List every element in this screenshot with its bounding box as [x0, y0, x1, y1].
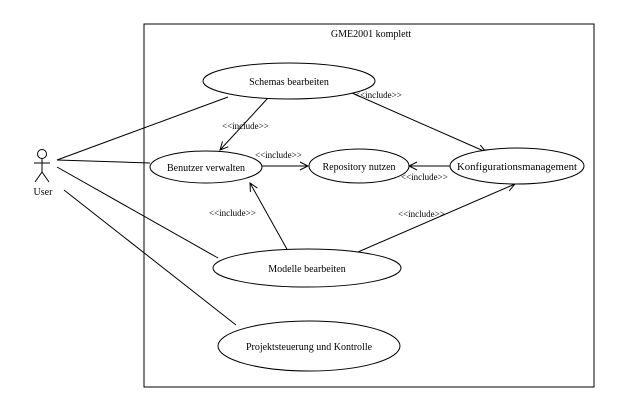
label-modelle-konfig: <<include>>: [398, 209, 445, 219]
actor-leg-right: [41, 171, 50, 183]
use-case-schemas-label: Schemas bearbeiten: [249, 77, 329, 88]
system-title: GME2001 komplett: [331, 29, 411, 40]
association-benutzer: [56, 159, 151, 164]
association-schemas: [56, 96, 229, 161]
include-modelle-konfig: [357, 184, 515, 253]
label-schemas-benutzer: <<include>>: [222, 121, 269, 131]
use-case-benutzer[interactable]: Benutzer verwalten: [149, 150, 263, 184]
association-modelle: [56, 166, 219, 259]
include-schemas-benutzer: [220, 97, 269, 150]
use-case-schemas-shape: [202, 62, 376, 100]
actor-head: [37, 149, 47, 159]
include-schemas-konfig: [351, 92, 486, 152]
use-case-modelle-label: Modelle bearbeiten: [268, 264, 345, 275]
label-benutzer-repository: <<include>>: [255, 150, 302, 160]
use-case-modelle-shape: [212, 248, 402, 288]
actor-user[interactable]: User: [34, 149, 54, 199]
actor-name: User: [34, 187, 54, 198]
use-case-projekt-shape: [217, 320, 401, 372]
association-projekt: [63, 189, 237, 326]
use-case-konfig-shape: [449, 147, 585, 185]
label-schemas-konfig: <<include>>: [355, 90, 402, 100]
label-konfig-repository: <<include>>: [401, 172, 448, 182]
use-case-projekt-label: Projektsteuerung und Kontrolle: [246, 342, 373, 353]
use-case-benutzer-shape: [149, 150, 263, 184]
use-case-konfig[interactable]: Konfigurationsmanagement: [449, 147, 585, 185]
use-case-repository-label: Repository nutzen: [322, 162, 395, 173]
use-case-projekt[interactable]: Projektsteuerung und Kontrolle: [217, 320, 401, 372]
use-case-repository[interactable]: Repository nutzen: [308, 148, 410, 184]
use-case-schemas[interactable]: Schemas bearbeiten: [202, 62, 376, 100]
actor-leg-left: [34, 171, 43, 183]
use-case-modelle[interactable]: Modelle bearbeiten: [212, 248, 402, 288]
use-case-repository-shape: [308, 148, 410, 184]
label-modelle-benutzer: <<include>>: [209, 208, 256, 218]
use-case-benutzer-label: Benutzer verwalten: [167, 163, 245, 174]
use-case-konfig-label: Konfigurationsmanagement: [457, 162, 577, 173]
include-modelle-benutzer: [250, 183, 289, 252]
